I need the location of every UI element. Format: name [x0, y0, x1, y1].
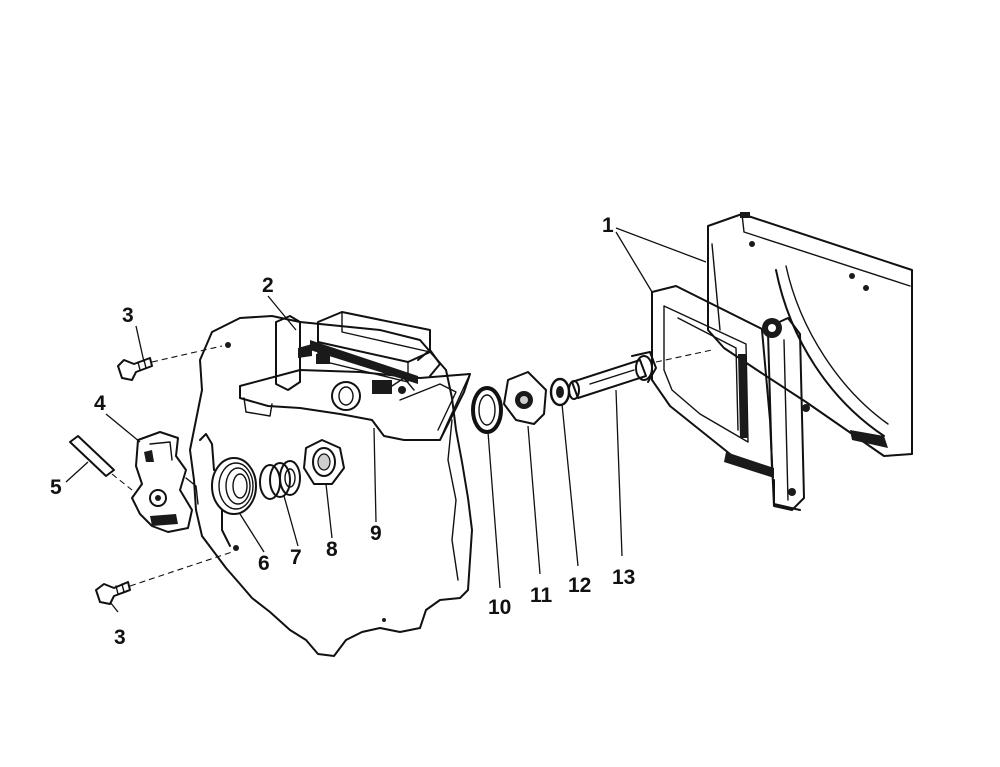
label-7: 7	[290, 546, 302, 569]
label-5: 5	[50, 476, 62, 499]
part-1-door-housing	[651, 212, 913, 511]
part-3-screw-upper	[117, 345, 223, 381]
part-3-screw-lower	[95, 551, 233, 605]
label-1: 1	[602, 214, 614, 237]
label-8: 8	[326, 538, 338, 561]
part-2-bracket-housing	[239, 311, 471, 441]
label-11: 11	[530, 584, 553, 607]
label-9: 9	[370, 522, 382, 545]
label-3-lower: 3	[114, 626, 126, 649]
part-8-hex-nut	[303, 439, 345, 485]
label-6: 6	[258, 552, 270, 575]
part-13-shaft	[568, 349, 713, 400]
part-10-retaining-ring	[471, 386, 503, 434]
part-6-torsion-spring	[199, 433, 257, 547]
mount-hole-lower	[233, 545, 239, 551]
mount-hole-upper	[225, 342, 231, 348]
label-12: 12	[568, 574, 591, 597]
label-10: 10	[488, 596, 511, 619]
leader-lines	[65, 227, 707, 613]
part-5-pin	[69, 435, 133, 491]
label-3-upper: 3	[122, 304, 134, 327]
part-12-washer	[549, 377, 571, 407]
part-11-cam-knob	[503, 371, 547, 425]
label-13: 13	[612, 566, 635, 589]
part-7-compression-spring	[259, 460, 301, 500]
label-4: 4	[94, 392, 106, 415]
label-2: 2	[262, 274, 274, 297]
callout-labels: 1 2 3 4 5 6 7 8 9 10 11 12 13 3	[50, 214, 635, 649]
part-4-latch-lever	[131, 431, 199, 533]
